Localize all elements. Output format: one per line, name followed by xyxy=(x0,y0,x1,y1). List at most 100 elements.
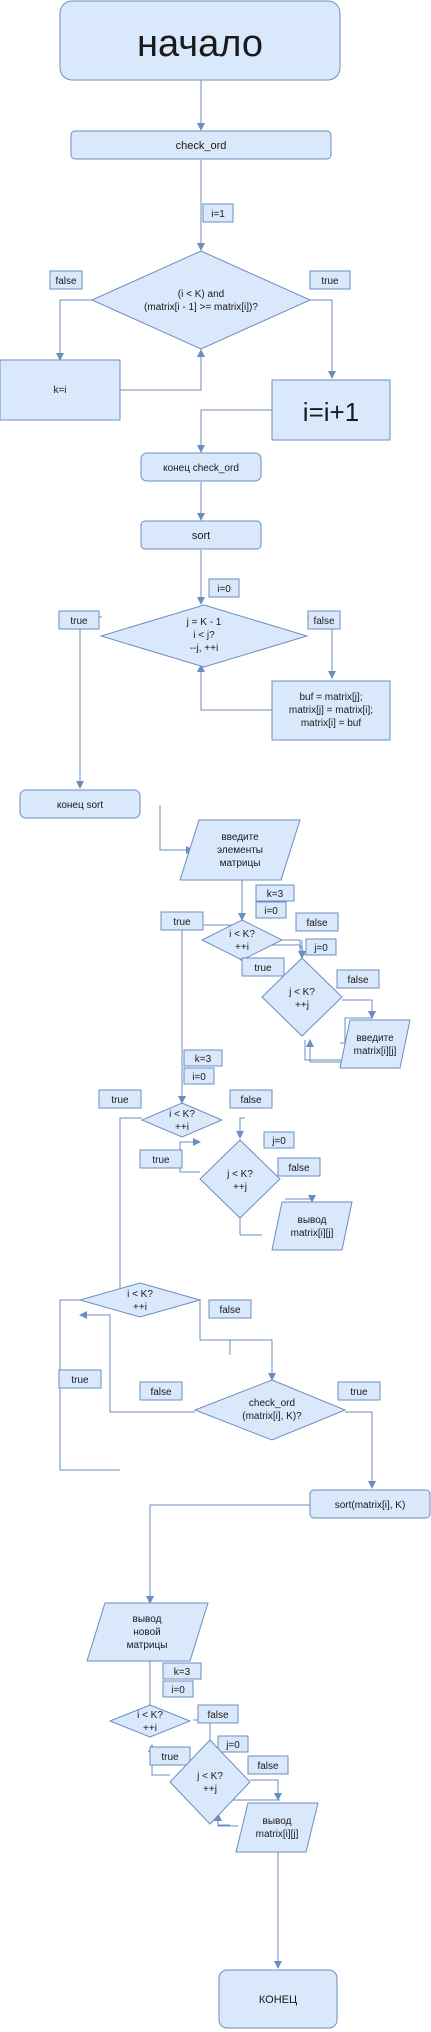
label-false-a: false xyxy=(295,912,339,932)
label-k3-b: k=3 xyxy=(183,1049,223,1067)
decision-loop-j-d: j < K? ++j xyxy=(169,1739,251,1825)
label-i1: i=1 xyxy=(202,203,234,223)
end-sort-process: конец sort xyxy=(19,789,141,819)
input-cell-line-2: matrix[i][j] xyxy=(354,1046,397,1057)
decision-loop-i-d: i < K? ++i xyxy=(108,1704,192,1738)
loop-i-a-line-2: ++i xyxy=(235,942,249,953)
svg-text:false: false xyxy=(240,1095,262,1106)
cond-check-line-1: check_ord xyxy=(249,1398,295,1409)
svg-text:false: false xyxy=(150,1387,172,1398)
decision-cond2: j = K - 1 i < j? --j, ++i xyxy=(99,604,309,668)
svg-text:check_ord: check_ord xyxy=(176,140,227,152)
loop-j-a-line-1: j < K? xyxy=(288,987,315,998)
label-j0-a: j=0 xyxy=(305,938,337,956)
k-eq-i-process: k=i xyxy=(0,359,121,421)
label-false-1: false xyxy=(49,270,83,290)
svg-text:false: false xyxy=(257,1761,279,1772)
decision-cond1: (i < K) and (matrix[i - 1] >= matrix[i])… xyxy=(90,250,312,350)
swap-line-2: matrix[j] = matrix[i]; xyxy=(289,705,373,716)
output-new-line-3: матрицы xyxy=(127,1640,168,1651)
svg-text:false: false xyxy=(207,1710,229,1721)
svg-text:i=0: i=0 xyxy=(264,906,278,917)
label-false-f: false xyxy=(139,1381,183,1401)
svg-text:k=3: k=3 xyxy=(267,889,284,900)
svg-text:j=0: j=0 xyxy=(271,1136,286,1147)
label-true-c: true xyxy=(98,1089,142,1109)
svg-text:конец sort: конец sort xyxy=(57,800,104,811)
input-prompt-line-1: введите xyxy=(221,832,259,843)
cond1-line-2: (matrix[i - 1] >= matrix[i])? xyxy=(144,302,258,313)
start-node: начало xyxy=(59,0,341,81)
loop-j-b-line-2: ++j xyxy=(233,1182,247,1193)
loop-j-a-line-2: ++j xyxy=(295,1000,309,1011)
swap-line-1: buf = matrix[j]; xyxy=(299,692,362,703)
svg-text:false: false xyxy=(219,1305,241,1316)
label-i0: i=0 xyxy=(208,578,240,598)
decision-check-ord-call: check_ord (matrix[i], K)? xyxy=(193,1379,347,1441)
svg-text:i=0: i=0 xyxy=(217,584,231,595)
label-false-b: false xyxy=(336,969,380,989)
svg-text:false: false xyxy=(306,918,328,929)
decision-loop-i-c: i < K? ++i xyxy=(78,1282,202,1318)
output-cell-a: вывод matrix[i][j] xyxy=(271,1201,353,1251)
label-true-d: true xyxy=(139,1149,183,1169)
label-false-2: false xyxy=(307,610,341,630)
label-j0-b: j=0 xyxy=(263,1131,295,1149)
label-i0-a: i=0 xyxy=(255,901,287,919)
label-k3-a: k=3 xyxy=(255,884,295,902)
cond2-line-2: i < j? xyxy=(193,630,215,641)
label-true-a: true xyxy=(160,911,204,931)
decision-loop-i-a: i < K? ++i xyxy=(200,919,284,961)
svg-text:false: false xyxy=(55,276,77,287)
svg-text:false: false xyxy=(313,616,335,627)
svg-text:true: true xyxy=(321,276,339,287)
svg-text:i=0: i=0 xyxy=(171,1685,185,1696)
cond2-line-3: --j, ++i xyxy=(190,643,218,654)
svg-text:true: true xyxy=(70,616,88,627)
label-false-d: false xyxy=(277,1157,321,1177)
svg-text:i=1: i=1 xyxy=(211,209,225,220)
i-increment-process: i=i+1 xyxy=(271,379,391,441)
label-i0-c: i=0 xyxy=(162,1680,194,1698)
svg-text:КОНЕЦ: КОНЕЦ xyxy=(259,1994,297,2006)
loop-i-b-line-1: i < K? xyxy=(169,1109,195,1120)
svg-text:k=3: k=3 xyxy=(174,1667,191,1678)
label-true-1: true xyxy=(309,270,351,290)
label-true-e: true xyxy=(58,1369,102,1389)
decision-loop-i-b: i < K? ++i xyxy=(140,1102,224,1138)
sort-call-process: sort(matrix[i], K) xyxy=(309,1489,431,1519)
input-prompt-line-3: матрицы xyxy=(220,858,261,869)
decision-loop-j-b: j < K? ++j xyxy=(199,1139,281,1219)
label-i0-b: i=0 xyxy=(183,1067,215,1085)
label-false-e: false xyxy=(208,1299,252,1319)
label-false-h: false xyxy=(247,1755,289,1775)
svg-text:true: true xyxy=(173,917,191,928)
output-new-matrix: вывод новой матрицы xyxy=(86,1602,209,1662)
output-cell-a-line-2: matrix[i][j] xyxy=(291,1228,334,1239)
svg-text:sort(matrix[i], K): sort(matrix[i], K) xyxy=(335,1500,406,1511)
svg-text:true: true xyxy=(350,1387,368,1398)
svg-text:k=3: k=3 xyxy=(195,1054,212,1065)
loop-i-d-line-2: ++i xyxy=(143,1723,157,1734)
label-false-g: false xyxy=(197,1704,239,1724)
loop-i-b-line-2: ++i xyxy=(175,1122,189,1133)
label-j0-c: j=0 xyxy=(217,1735,249,1753)
input-prompt: введите элементы матрицы xyxy=(179,819,301,881)
input-cell-line-1: введите xyxy=(356,1033,394,1044)
svg-text:i=i+1: i=i+1 xyxy=(303,397,359,427)
label-true-f: true xyxy=(337,1381,381,1401)
output-cell-b: вывод matrix[i][j] xyxy=(235,1802,319,1853)
input-prompt-line-2: элементы xyxy=(217,845,263,856)
check-ord-process: check_ord xyxy=(70,130,332,160)
swap-process: buf = matrix[j]; matrix[j] = matrix[i]; … xyxy=(271,680,391,741)
label-true-g: true xyxy=(149,1746,191,1766)
loop-i-d-line-1: i < K? xyxy=(137,1710,163,1721)
cond-check-line-2: (matrix[i], K)? xyxy=(242,1411,302,1422)
sort-process: sort xyxy=(140,520,262,550)
output-cell-b-line-2: matrix[i][j] xyxy=(256,1829,299,1840)
decision-loop-j-a: j < K? ++j xyxy=(261,957,343,1037)
svg-text:конец check_ord: конец check_ord xyxy=(163,463,239,474)
cond2-line-1: j = K - 1 xyxy=(186,617,222,628)
end-check-ord-process: конец check_ord xyxy=(140,452,262,482)
svg-text:sort: sort xyxy=(192,530,210,542)
